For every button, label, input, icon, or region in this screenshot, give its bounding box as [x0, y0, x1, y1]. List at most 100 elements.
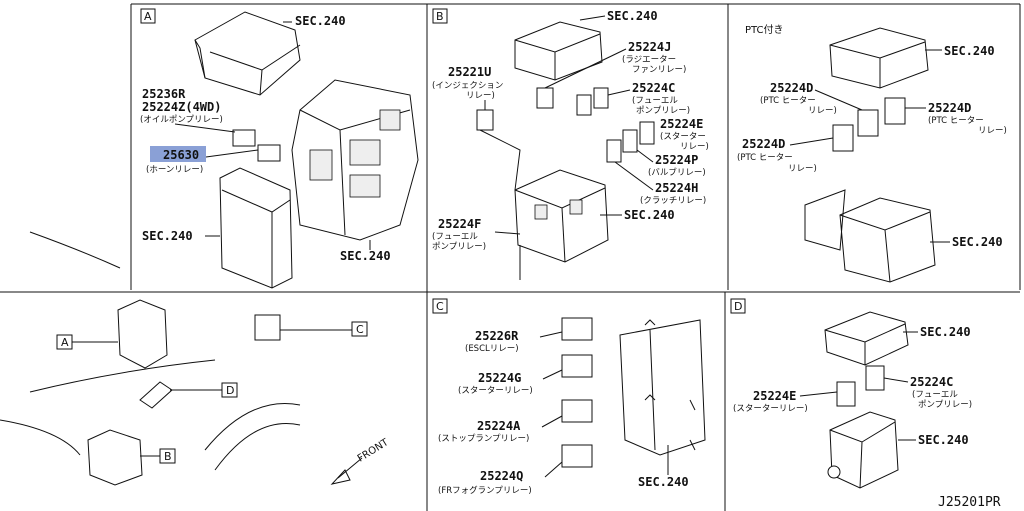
- sec-label: SEC.240: [142, 229, 193, 243]
- part-desc: リレー): [466, 91, 495, 101]
- part-number: 25224A: [477, 419, 521, 433]
- part-number: 25224D: [742, 137, 785, 151]
- part-desc: (スターターリレー): [733, 404, 808, 414]
- oil-pump-relay: [232, 129, 256, 147]
- part-desc: (FRフォグランプリレー): [438, 485, 532, 496]
- part-number: 25224E: [753, 389, 796, 403]
- relay: [622, 129, 638, 153]
- control-unit: [219, 167, 293, 289]
- panel-b: B SEC.240 SEC.240 25221U (インジェクション リレー) …: [432, 8, 709, 280]
- part-desc: ポンプリレー): [918, 400, 972, 410]
- relay-box: [514, 169, 609, 263]
- part-number: 25236R: [142, 87, 186, 101]
- relay: [576, 94, 592, 116]
- overview-letter: A: [61, 336, 69, 349]
- fog-lamp-relay: [561, 444, 593, 468]
- stop-lamp-relay: [561, 399, 593, 423]
- part-number: 25224G: [478, 371, 521, 385]
- sec-label: SEC.240: [920, 325, 971, 339]
- part-number: 25226R: [475, 329, 519, 343]
- sec-label: SEC.240: [340, 249, 391, 263]
- relay-holder: [829, 411, 899, 489]
- highlight-box: [150, 146, 206, 162]
- overview-letter: C: [356, 323, 364, 336]
- part-number: 25224F: [438, 217, 481, 231]
- part-number: 25224D: [928, 101, 971, 115]
- relay: [606, 139, 622, 163]
- sec-label: SEC.240: [624, 208, 675, 222]
- relay-d: [139, 381, 173, 409]
- horn-relay: [257, 144, 281, 162]
- part-desc: (スターターリレー): [458, 386, 533, 396]
- panel-b-letter: B: [436, 10, 444, 23]
- panel-c: C 25226R (ESCLリレー) 25224G (スターターリレー) 252…: [432, 298, 706, 496]
- overview-letter: D: [226, 384, 234, 397]
- part-number: 25224E: [660, 117, 703, 131]
- part-number: 25224D: [770, 81, 813, 95]
- panel-d-letter: D: [734, 300, 742, 313]
- panel-ptc-title: PTC付き: [745, 23, 784, 36]
- part-desc: (PTC ヒーター: [928, 116, 984, 126]
- part-desc: リレー): [808, 106, 837, 116]
- overview-letter: B: [164, 450, 172, 463]
- part-number: 25224Z(4WD): [142, 100, 221, 114]
- ptc-heater-relay: [832, 124, 854, 152]
- overview-callout-d: [221, 382, 238, 398]
- panel-a-letter: A: [144, 10, 152, 23]
- part-desc: (フューエル: [632, 96, 678, 106]
- relay: [593, 87, 609, 109]
- sec-label: SEC.240: [952, 235, 1003, 249]
- part-number: 25224Q: [480, 469, 523, 483]
- panel-c-label-box: [432, 298, 448, 314]
- relay-box-a: [117, 299, 168, 369]
- part-desc: リレー): [978, 126, 1007, 136]
- part-desc: (ホーンリレー): [146, 165, 203, 175]
- starter-relay: [836, 381, 856, 407]
- relay-box: [839, 197, 936, 283]
- sec-label: SEC.240: [295, 14, 346, 28]
- part-number: 25224C: [910, 375, 953, 389]
- part-desc: リレー): [788, 164, 817, 174]
- relay-box-b: [87, 429, 143, 486]
- fuse-box-cover: [194, 11, 301, 96]
- panel-d-label-box: [730, 298, 746, 314]
- part-number: 25224C: [632, 81, 675, 95]
- diagram-id: J25201PR: [938, 495, 1001, 510]
- overview-callout-c: [351, 321, 368, 337]
- panel-frames: [0, 3, 1021, 511]
- part-desc: (インジェクション: [432, 81, 503, 91]
- panel-b-label-box: [432, 8, 448, 24]
- fuse-box-cover: [824, 311, 909, 366]
- relay: [639, 121, 655, 145]
- panel-a-label-box: [140, 8, 156, 24]
- front-arrow-icon: [330, 469, 351, 485]
- part-number-highlighted[interactable]: 25630: [163, 148, 199, 162]
- part-desc: (PTC ヒーター: [760, 96, 816, 106]
- part-desc: リレー): [680, 142, 709, 152]
- part-desc: (PTC ヒーター: [737, 153, 793, 163]
- part-desc: ポンプリレー): [432, 242, 486, 252]
- front-label: FRONT: [356, 437, 392, 465]
- starter-relay: [561, 354, 593, 378]
- part-desc: (オイルポンプリレー): [140, 115, 223, 125]
- part-desc: ポンプリレー): [636, 106, 690, 116]
- part-number: 25224P: [655, 153, 698, 167]
- panel-d: D SEC.240 SEC.240 25224E (スターターリレー) 2522…: [730, 298, 972, 489]
- part-desc: (フューエル: [432, 232, 478, 242]
- panel-a: A SEC.240 SEC.240 SEC.240 25236R 25224Z(…: [140, 8, 419, 289]
- part-number: 25221U: [448, 65, 491, 79]
- part-desc: (ラジエーター: [622, 55, 676, 65]
- sec-label: SEC.240: [607, 9, 658, 23]
- relay-bracket: [619, 319, 706, 456]
- overview-callout-a: [56, 334, 73, 350]
- part-desc: (ストップランプリレー): [438, 434, 529, 444]
- part-desc: (フューエル: [912, 390, 958, 400]
- part-desc: (クラッチリレー): [640, 196, 706, 206]
- panel-ptc: PTC付き SEC.240 SEC.240 25224D (PTC ヒーター リ…: [737, 23, 1007, 283]
- part-desc: (バルブリレー): [648, 167, 706, 178]
- relay-bracket-c: [254, 314, 281, 341]
- part-desc: (スターター: [660, 132, 706, 142]
- part-desc: ファンリレー): [632, 65, 686, 75]
- part-desc: (ESCLリレー): [465, 344, 519, 354]
